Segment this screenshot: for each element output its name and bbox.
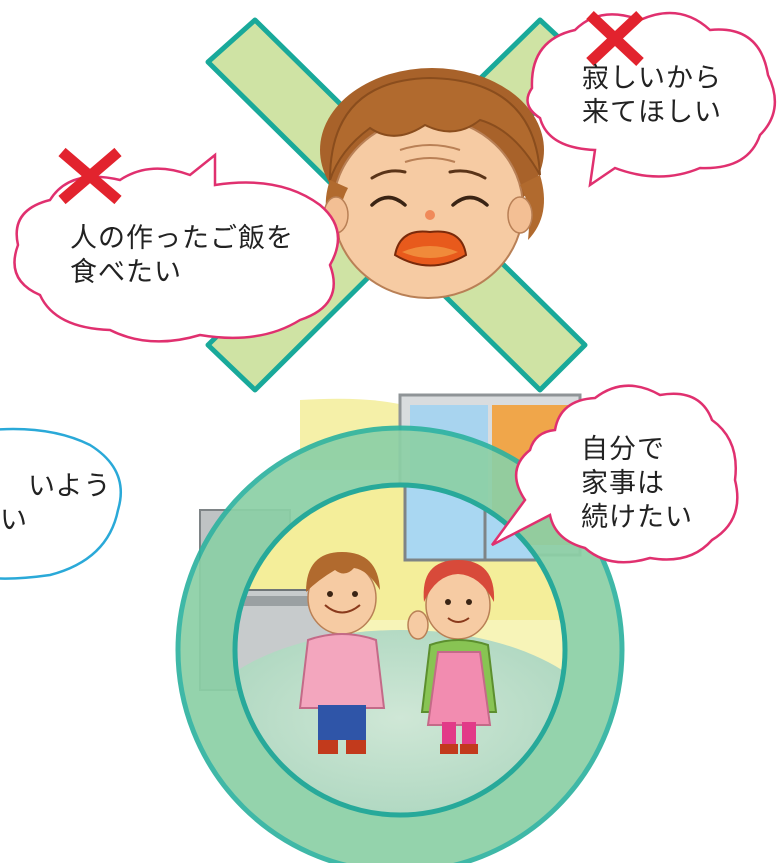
- bubble-line: いよう: [28, 471, 110, 502]
- bubble-line: 寂しいから: [582, 63, 722, 94]
- bubble-text-lower-left-partial: いよう い: [0, 470, 110, 538]
- bubble-line: 自分で: [581, 434, 665, 465]
- bubble-text-lower-right: 自分で 家事は 続けたい: [581, 433, 693, 535]
- bubble-text-top-right: 寂しいから 来てほしい: [582, 62, 722, 130]
- bubble-line: い: [0, 505, 28, 536]
- red-x-mark-icon: [58, 147, 122, 205]
- speech-bubble-lower-left-partial: [0, 427, 122, 580]
- bubble-line: 人の作ったご飯を: [70, 223, 294, 254]
- caregiver-figure: [407, 560, 498, 754]
- bubble-line: 来てほしい: [582, 97, 722, 128]
- bubble-line: 続けたい: [581, 502, 693, 533]
- crying-grandmother-face: [320, 68, 544, 299]
- speech-bubble-lower-right: [490, 384, 739, 564]
- bubble-line: 食べたい: [70, 257, 182, 288]
- grandmother-figure: [298, 552, 386, 754]
- inner-ring-border: [232, 482, 568, 818]
- speech-bubble-left: [13, 152, 340, 343]
- bubble-line: 家事は: [581, 468, 665, 499]
- bubble-text-left: 人の作ったご飯を 食べたい: [70, 222, 294, 290]
- red-x-mark-icon: [586, 10, 644, 67]
